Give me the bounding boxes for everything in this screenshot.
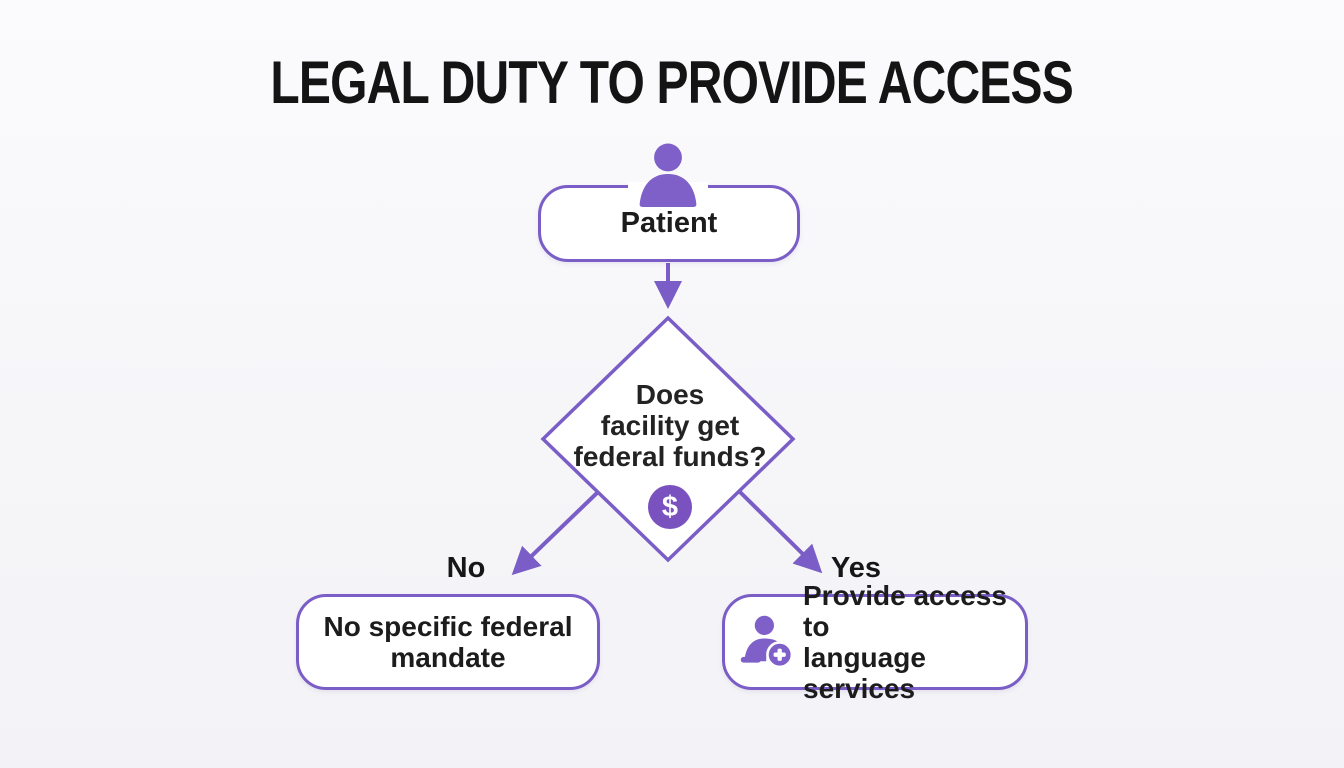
decision-diamond-shape — [540, 315, 796, 563]
edge-label-yes: Yes — [831, 552, 881, 584]
person-add-icon — [740, 615, 794, 669]
node-outcome-yes: Provide access to language services — [722, 580, 1028, 704]
outcome-yes-text: Provide access to language services — [803, 580, 1025, 704]
outcome-no-line-2: mandate — [390, 642, 506, 673]
outcome-no-line-1: No specific federal — [323, 611, 573, 642]
node-outcome-no: No specific federal mandate — [296, 594, 600, 690]
page-title: LEGAL DUTY TO PROVIDE ACCESS — [0, 52, 1344, 114]
dollar-symbol: $ — [661, 490, 679, 523]
decision-line-3: federal funds? — [573, 441, 767, 472]
decision-line-2: facility get — [600, 410, 740, 441]
edge-decision-yes — [738, 490, 823, 574]
dollar-sign-icon: $ — [648, 485, 692, 529]
patient-label: Patient — [620, 207, 718, 239]
decision-question: Does facility get federal funds? — [545, 379, 795, 472]
decision-line-1: Does — [635, 379, 705, 410]
person-icon — [639, 143, 697, 207]
edge-decision-no — [511, 490, 600, 576]
outcome-yes-line-2: language services — [803, 642, 926, 704]
outcome-yes-line-1: Provide access to — [803, 580, 1007, 642]
page-title-text: LEGAL DUTY TO PROVIDE ACCESS — [270, 49, 1074, 116]
edge-label-no: No — [446, 552, 486, 584]
